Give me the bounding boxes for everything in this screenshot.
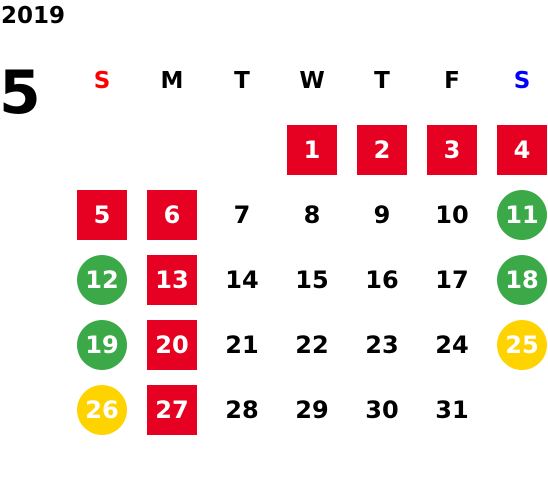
day-cell-11: 11 xyxy=(497,190,547,240)
day-cell-12: 12 xyxy=(77,255,127,305)
day-cell-16: 16 xyxy=(365,266,399,294)
weekday-label-mon: M xyxy=(160,67,184,94)
day-cell-22: 22 xyxy=(295,331,329,359)
day-cell-23: 23 xyxy=(365,331,399,359)
calendar-month: 5 xyxy=(0,58,41,128)
day-cell-6: 6 xyxy=(147,190,197,240)
day-cell-2: 2 xyxy=(357,125,407,175)
day-cell-28: 28 xyxy=(225,396,259,424)
weekday-label-wed: W xyxy=(299,67,325,94)
calendar-year: 2019 xyxy=(1,3,66,29)
day-cell-27: 27 xyxy=(147,385,197,435)
day-cell-19: 19 xyxy=(77,320,127,370)
day-cell-13: 13 xyxy=(147,255,197,305)
day-cell-24: 24 xyxy=(435,331,469,359)
day-cell-18: 18 xyxy=(497,255,547,305)
day-cell-17: 17 xyxy=(435,266,469,294)
day-cell-3: 3 xyxy=(427,125,477,175)
day-cell-29: 29 xyxy=(295,396,329,424)
day-cell-1: 1 xyxy=(287,125,337,175)
day-cell-5: 5 xyxy=(77,190,127,240)
day-cell-31: 31 xyxy=(435,396,469,424)
day-cell-4: 4 xyxy=(497,125,547,175)
day-cell-7: 7 xyxy=(233,201,251,229)
day-cell-21: 21 xyxy=(225,331,259,359)
day-cell-30: 30 xyxy=(365,396,399,424)
weekday-label-thu: T xyxy=(374,67,390,94)
day-cell-20: 20 xyxy=(147,320,197,370)
day-cell-9: 9 xyxy=(373,201,391,229)
day-cell-8: 8 xyxy=(303,201,321,229)
day-cell-25: 25 xyxy=(497,320,547,370)
weekday-label-sun: S xyxy=(93,67,111,94)
weekday-label-fri: F xyxy=(444,67,460,94)
day-cell-26: 26 xyxy=(77,385,127,435)
day-cell-10: 10 xyxy=(435,201,469,229)
day-cell-15: 15 xyxy=(295,266,329,294)
weekday-label-sat: S xyxy=(513,67,531,94)
day-cell-14: 14 xyxy=(225,266,259,294)
weekday-label-tue: T xyxy=(234,67,250,94)
